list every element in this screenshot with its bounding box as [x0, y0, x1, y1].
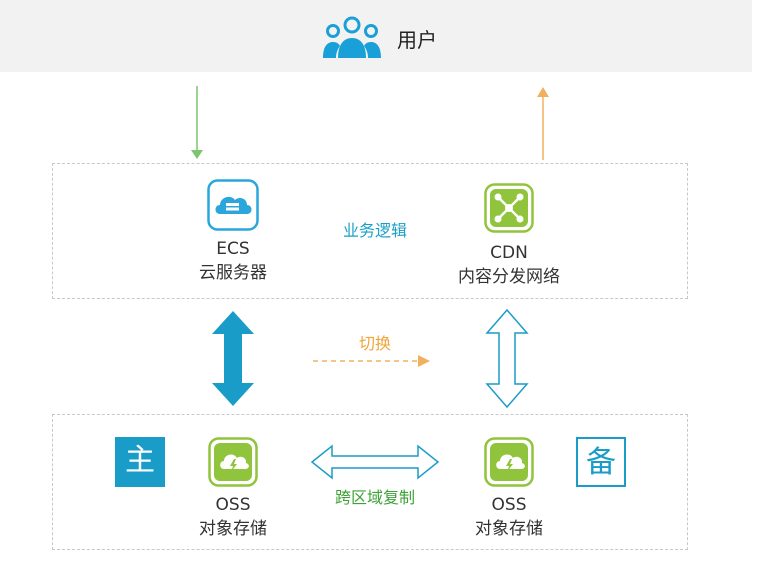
ecs-oss-double-arrow: [212, 311, 254, 406]
ecs-subtitle: 云服务器: [199, 263, 267, 283]
oss-primary-icon: [208, 437, 258, 487]
cdn-title: CDN: [490, 243, 528, 263]
oss-primary-title: OSS: [215, 495, 251, 515]
cdn-oss-outline-arrow: [485, 308, 529, 409]
oss-backup-icon: [484, 437, 534, 487]
cloud-server-icon: [207, 179, 259, 231]
user-label: 用户: [397, 28, 437, 52]
switch-label: 切换: [358, 334, 391, 353]
business-logic-group: [52, 163, 688, 299]
storage-group: [52, 414, 688, 550]
primary-badge: 主: [115, 437, 165, 487]
switch-arrow: [313, 355, 430, 367]
ecs-title: ECS: [216, 239, 250, 259]
replication-double-arrow: [310, 444, 440, 480]
cdn-to-user-arrow: [537, 87, 549, 160]
user-to-ecs-arrow: [191, 86, 203, 159]
business-logic-label: 业务逻辑: [342, 221, 407, 240]
backup-badge: 备: [576, 437, 626, 487]
user-bar: [0, 0, 752, 72]
users-icon: [323, 16, 381, 58]
network-hub-icon: [484, 183, 534, 233]
oss-primary-subtitle: 对象存储: [199, 519, 267, 539]
oss-backup-subtitle: 对象存储: [475, 519, 543, 539]
cdn-subtitle: 内容分发网络: [458, 267, 560, 287]
oss-backup-title: OSS: [491, 495, 527, 515]
replication-label: 跨区域复制: [334, 488, 415, 507]
